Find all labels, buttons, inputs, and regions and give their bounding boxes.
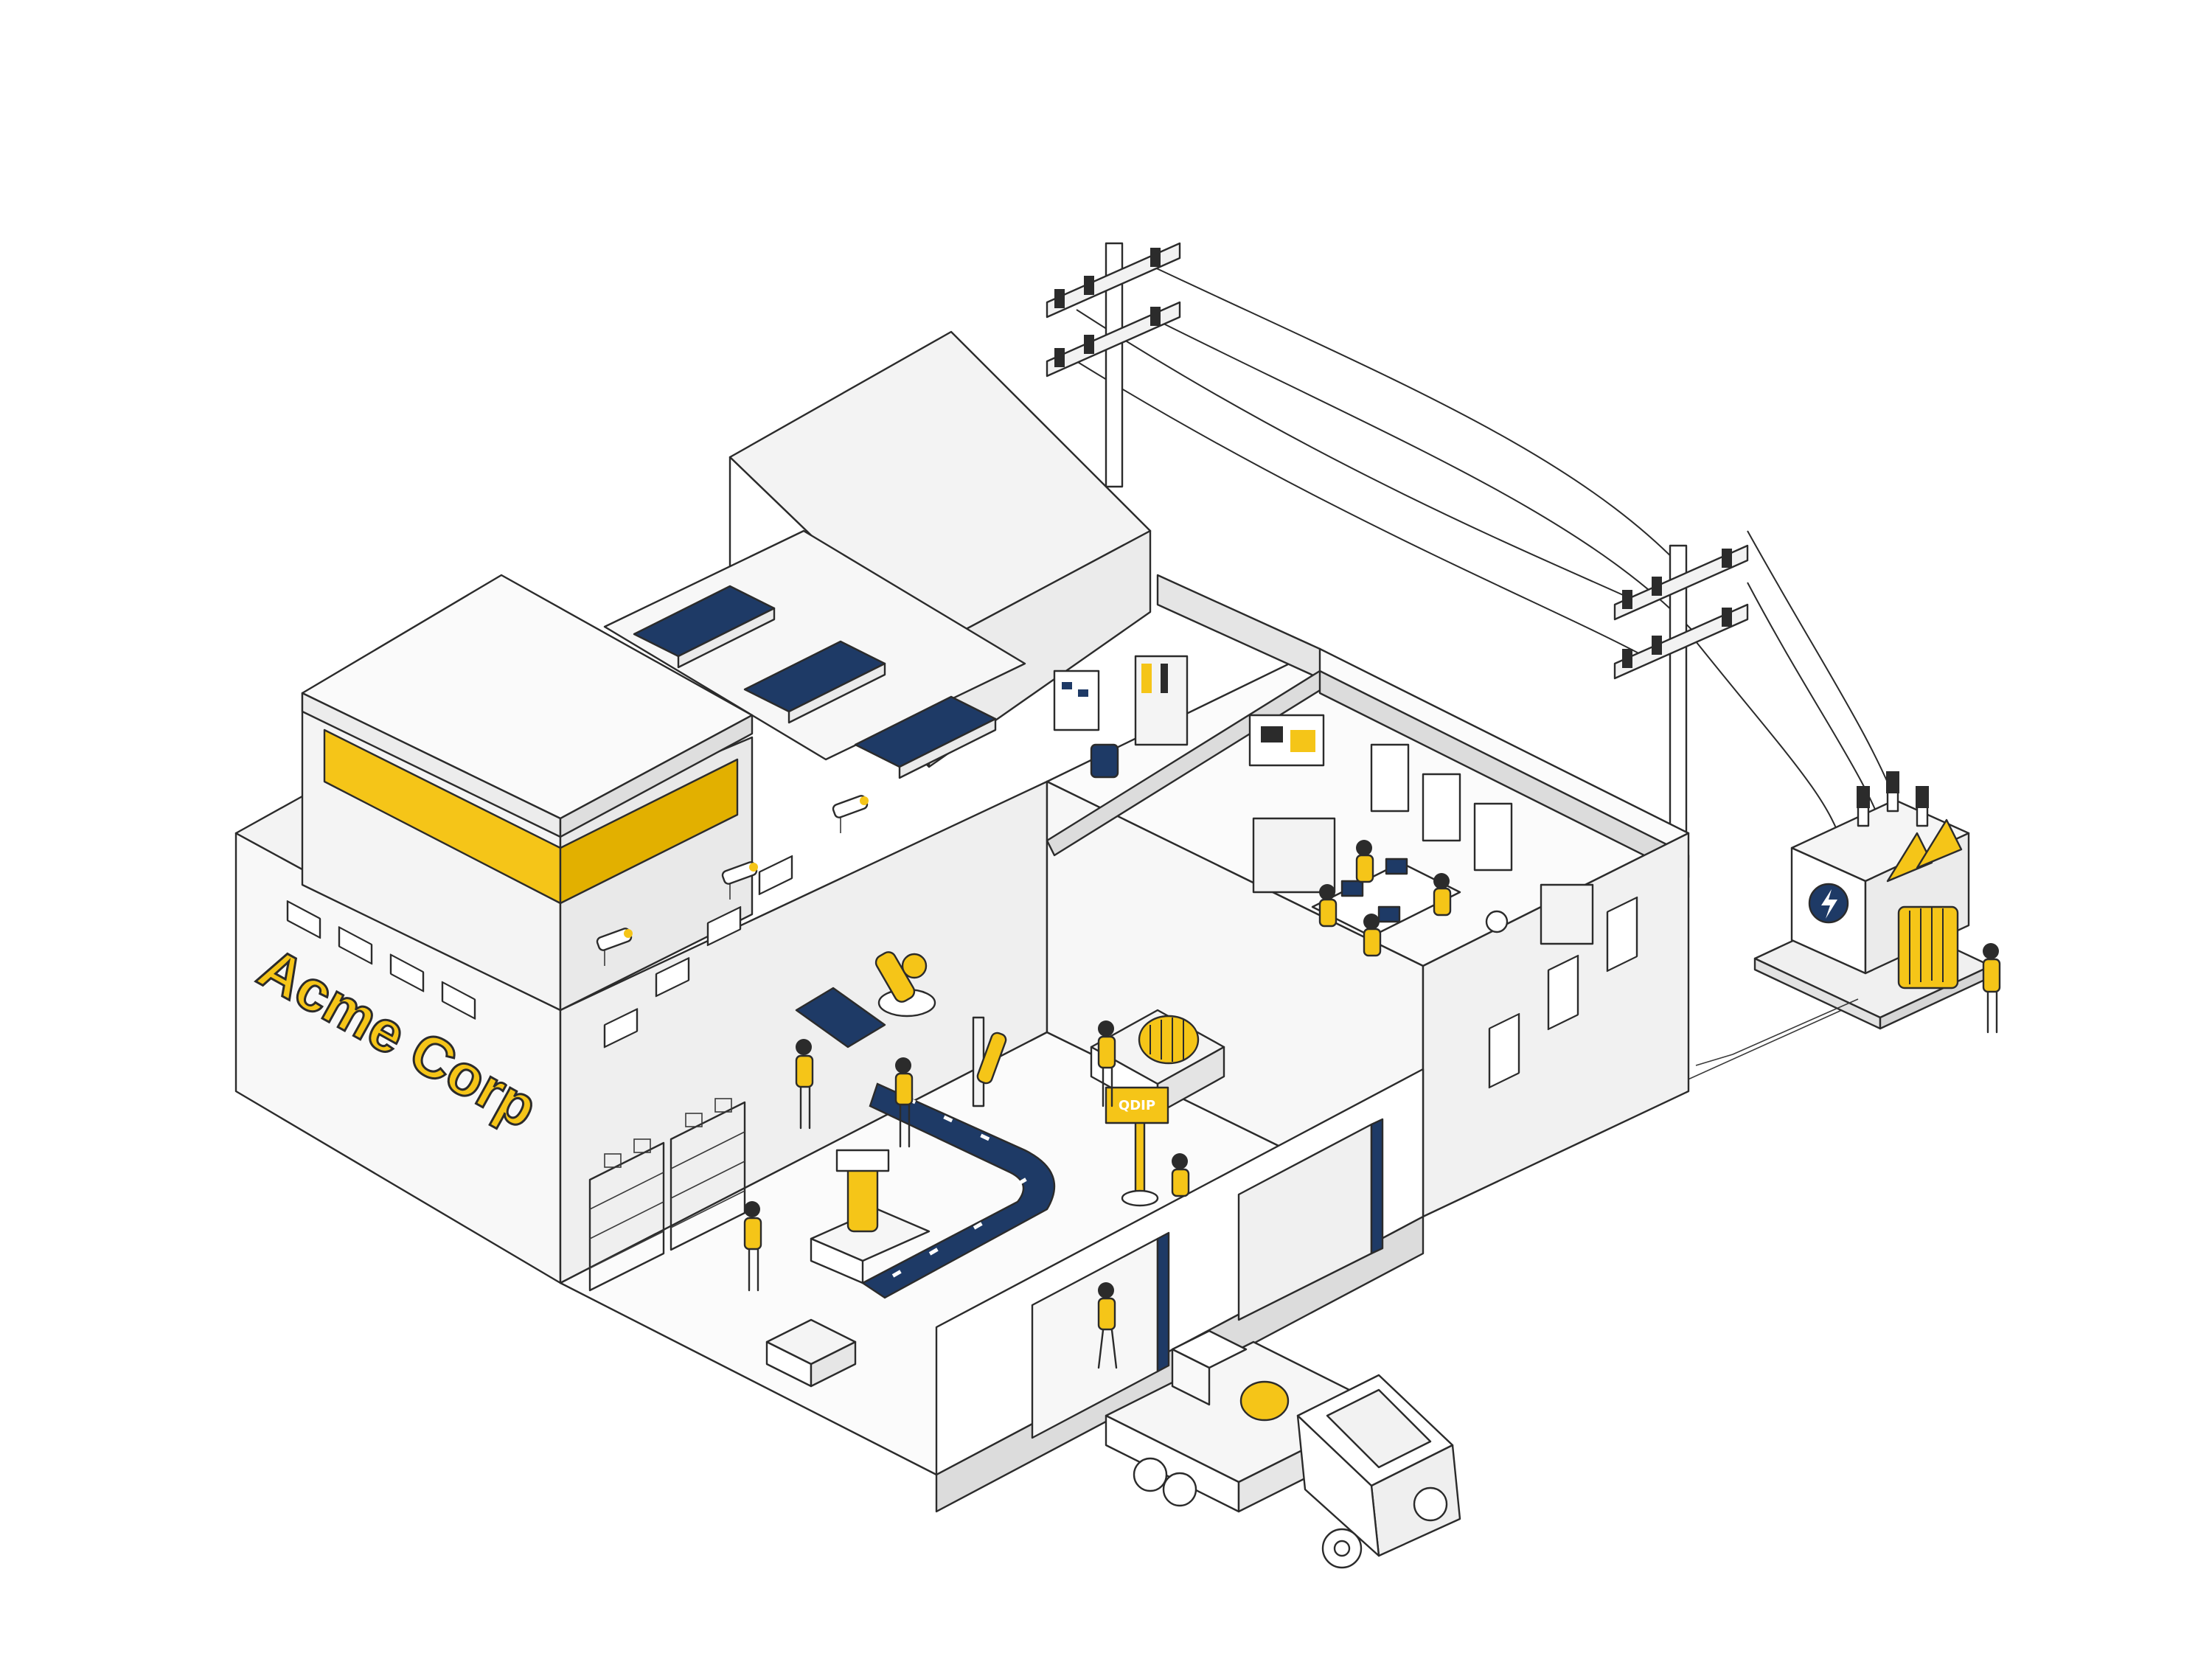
utility-pole-left [1046, 242, 1181, 488]
office-chair [1090, 743, 1119, 779]
security-camera-icon [832, 795, 869, 833]
transformer-technician [1982, 943, 2001, 1034]
filing-shelf [1252, 817, 1336, 894]
pallet-boxes [765, 1318, 857, 1388]
break-room [1053, 655, 1189, 779]
robot-arm [972, 1016, 1007, 1107]
office-room [1248, 714, 1594, 957]
storage-shelves [588, 1098, 746, 1292]
factory-worker [894, 1057, 914, 1148]
lightning-bolt-icon [1821, 889, 1837, 919]
factory-worker [1097, 1020, 1116, 1107]
delivery-truck [1105, 1329, 1461, 1569]
office-block: Acme Corp [234, 574, 1048, 1284]
robot-arm [874, 951, 936, 1018]
factory-worker [743, 1201, 762, 1292]
loading-dock-worker [1097, 1282, 1118, 1369]
assembly-machine [810, 1149, 931, 1284]
office-worker [1363, 914, 1382, 957]
office-worker [1433, 873, 1452, 917]
office-worker [1318, 884, 1338, 928]
office-worker [1355, 840, 1374, 883]
power-lines [1076, 265, 1903, 849]
conveyor-belt [860, 1082, 1056, 1299]
factory-worker [795, 1039, 814, 1130]
production-floor: QDIP [588, 943, 2001, 1388]
floor-sign: QDIP [1105, 1086, 1169, 1207]
middle-roof [603, 529, 1026, 779]
power-transformer [1695, 771, 1992, 1066]
factory-worker [1171, 1153, 1190, 1197]
floor-sign-label: QDIP [1119, 1098, 1155, 1113]
security-camera-icon [721, 861, 758, 900]
security-camera-icon [596, 928, 633, 966]
